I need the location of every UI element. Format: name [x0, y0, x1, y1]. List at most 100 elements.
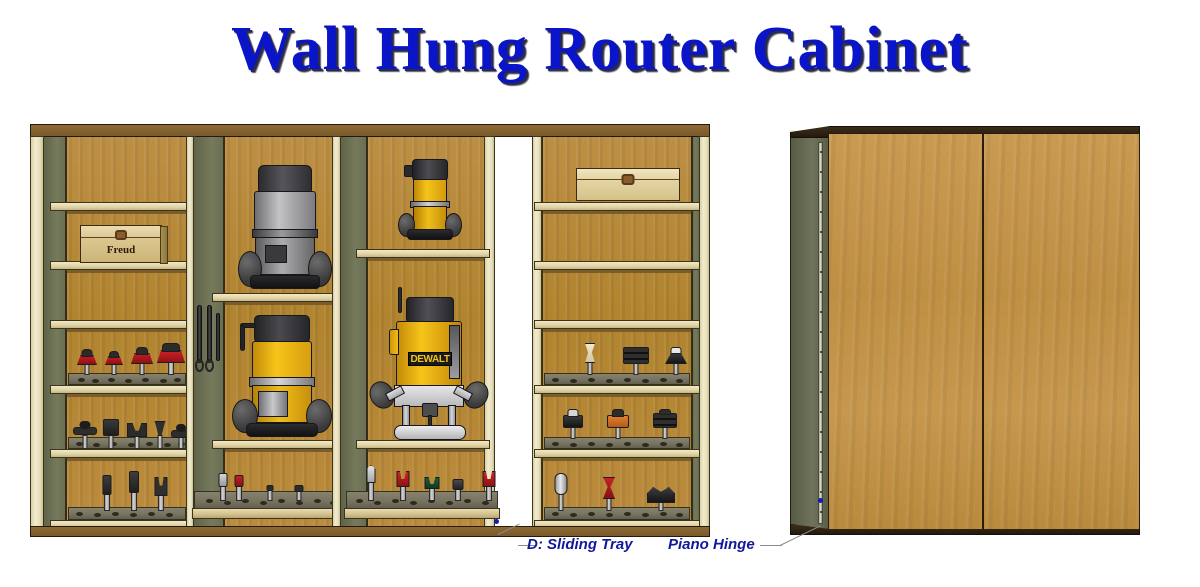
specialty-bit [554, 473, 568, 511]
shelf-under [367, 447, 485, 452]
specialty-bit [646, 485, 676, 511]
wrench [207, 305, 212, 363]
black-profile-bit [126, 421, 148, 449]
shelf-left-5 [50, 449, 190, 458]
callout-piano-hinge: Piano Hinge [668, 536, 755, 553]
shelf-right-1 [534, 202, 700, 211]
cabinet-bottom-board [30, 526, 710, 537]
rabbeting-bit [652, 409, 678, 439]
wrench-eye [205, 359, 214, 372]
bay-left-side-wall [44, 137, 66, 536]
open-cabinet-view: Freud [30, 124, 710, 539]
cabinet-door-left[interactable] [828, 133, 983, 531]
shelf-under [542, 209, 692, 214]
sliding-tray-right[interactable] [344, 465, 500, 521]
wrench-eye [195, 359, 204, 372]
black-profile-bit [170, 423, 192, 449]
red-router-bit [130, 347, 154, 375]
wrench [216, 313, 220, 361]
bay-center-left [180, 136, 346, 539]
sliding-tray-callout-dot [494, 519, 499, 524]
door-edge-cr [332, 136, 341, 536]
wrench [197, 305, 202, 363]
callout-sliding-tray: D: Sliding Tray [527, 536, 633, 553]
door-edge-r [532, 136, 542, 536]
router-switch-lever [404, 165, 413, 177]
rabbeting-bit [562, 409, 584, 439]
router-antenna [398, 287, 402, 313]
tray-base [344, 508, 500, 519]
box-latch [621, 174, 635, 185]
router-sub-base [407, 229, 453, 240]
closed-cabinet-view [790, 118, 1180, 538]
bay-right [490, 136, 710, 539]
shelf-under [542, 456, 692, 461]
router-motor-housing [413, 179, 447, 203]
piano-hinge-callout-dot [818, 498, 823, 503]
gray-fixed-base-router [238, 165, 332, 293]
page-title: Wall Hung Router Cabinet [231, 15, 969, 83]
bit-deck-right-3 [544, 507, 690, 520]
tray-bit-red [482, 471, 496, 501]
router-motor-housing [254, 191, 316, 231]
tray-bit [294, 485, 304, 501]
shelf-right-5 [534, 449, 700, 458]
red-router-bit [156, 343, 186, 375]
tray-bit-green [424, 477, 440, 501]
dewalt-logo: DEWALT [408, 352, 452, 366]
router-motor-housing [252, 341, 312, 379]
black-profile-bit [152, 419, 168, 449]
bay-center-right: DEWALT [330, 136, 500, 539]
router-left-trigger [389, 329, 399, 355]
specialty-bit-red [600, 477, 618, 511]
profile-bit [622, 345, 650, 375]
cabinet-door-right[interactable] [983, 133, 1140, 531]
wooden-storage-box [576, 168, 680, 201]
router-base-housing [413, 206, 447, 230]
tray-bit [266, 485, 274, 501]
router-sub-base [246, 423, 318, 437]
bay-left-back-panel [66, 137, 188, 536]
profile-bit [582, 343, 598, 375]
shelf-left-4 [50, 385, 190, 394]
freud-bit-box: Freud [80, 225, 168, 264]
black-profile-bit [102, 417, 120, 449]
router-motor-cap [254, 315, 310, 343]
yellow-fixed-base-router [232, 315, 332, 443]
router-sub-base [394, 425, 466, 440]
cabinet-top-board [30, 124, 710, 137]
door-edge-r-outer [699, 136, 710, 536]
black-profile-bit [72, 419, 98, 449]
straight-bit [154, 477, 168, 511]
piano-hinge[interactable] [818, 142, 823, 524]
red-router-bit [104, 351, 124, 375]
shelf-under [367, 256, 485, 261]
cabinet-side-panel [790, 132, 830, 532]
profile-bit [664, 347, 688, 375]
shelf-under [542, 327, 692, 332]
sliding-tray-left[interactable] [192, 473, 346, 521]
door-edge-cl [186, 136, 194, 536]
shelf-cr-2 [356, 440, 490, 449]
shelf-under [542, 392, 692, 397]
shelf-right-2 [534, 261, 700, 270]
sliding-tray-leader-line-2 [518, 545, 536, 546]
bay-cr-side-wall [341, 137, 367, 536]
tray-bit-gray [452, 479, 464, 501]
shelf-under [542, 268, 692, 273]
router-switch-plate [258, 391, 288, 417]
bit-deck-right-1 [544, 373, 690, 385]
shelf-cr-1 [356, 249, 490, 258]
straight-bit [102, 475, 112, 511]
router-motor-cap [412, 159, 448, 181]
tray-bit [234, 475, 244, 501]
router-motor-cap [406, 297, 454, 323]
shelf-right-3 [534, 320, 700, 329]
tray-bit-red [396, 471, 410, 501]
bay-right-side-wall [692, 137, 700, 536]
router-switch-plate [265, 245, 287, 263]
tray-base [192, 508, 346, 519]
tray-bit [218, 473, 228, 501]
yellow-trim-router [398, 159, 462, 251]
router-handle-left [232, 399, 258, 433]
